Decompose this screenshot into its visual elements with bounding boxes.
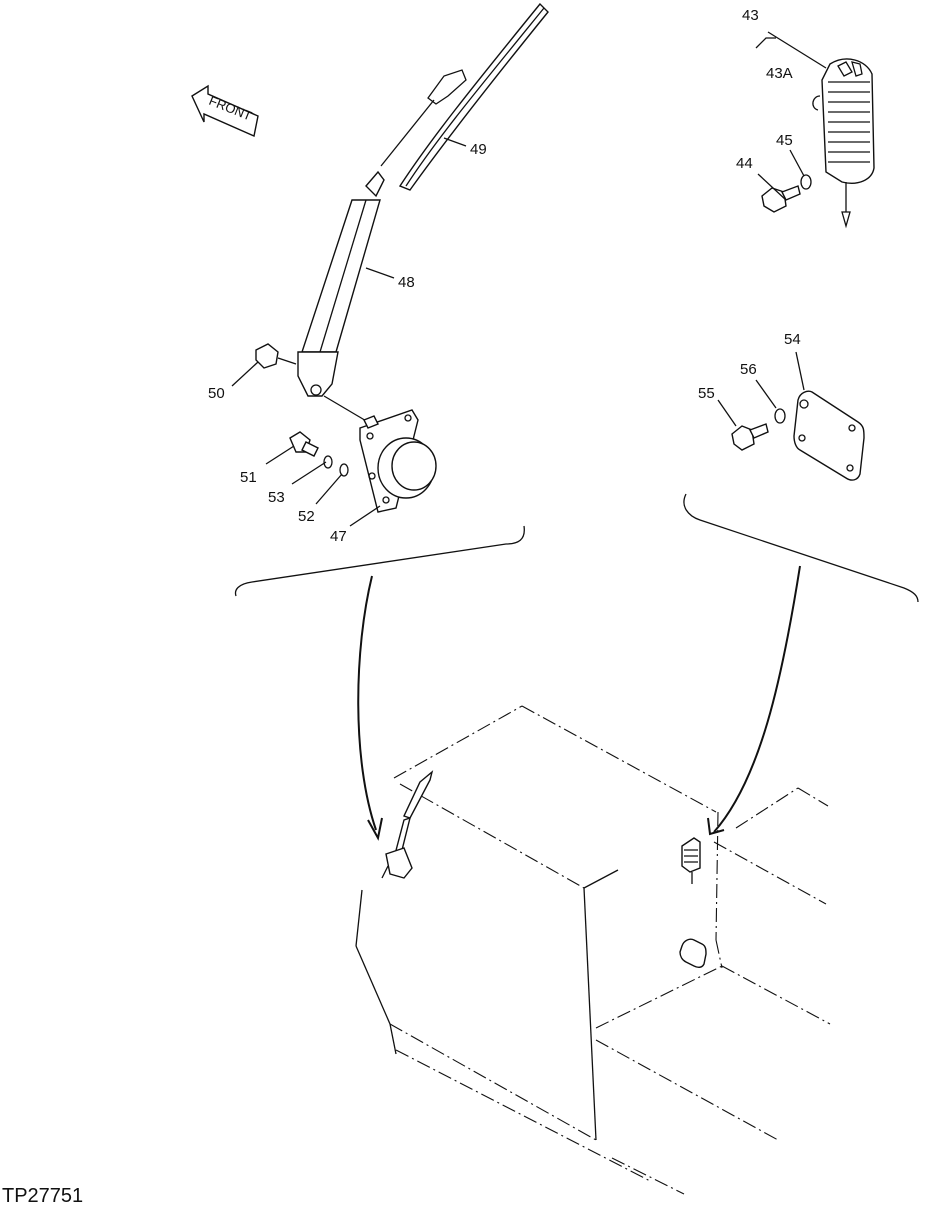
callout-47: 47 (330, 528, 347, 545)
location-arrows (357, 565, 801, 841)
callout-54: 54 (784, 331, 801, 348)
wiper-motor (359, 409, 437, 513)
cab-wiper-mini (381, 770, 434, 879)
callout-49: 49 (470, 141, 487, 158)
callout-48: 48 (398, 274, 415, 291)
callout-55: 55 (698, 385, 715, 402)
cover-plate (793, 390, 865, 481)
callout-52: 52 (298, 508, 315, 525)
front-arrow: FRONT (191, 84, 259, 137)
leader-lines (231, 31, 827, 527)
callout-labels: 43 43A 45 44 49 48 54 56 50 55 51 53 52 … (208, 7, 801, 545)
wiper-blade (380, 2, 549, 191)
callout-50: 50 (208, 385, 225, 402)
callout-45: 45 (776, 132, 793, 149)
bolt-55 (731, 423, 769, 451)
group-brackets (234, 493, 919, 603)
callout-53: 53 (268, 489, 285, 506)
cab-lamp-mini (681, 837, 701, 884)
nut-50 (255, 343, 297, 369)
cab-cover-mini (679, 938, 707, 969)
machine-cab (355, 705, 831, 1195)
washer-45 (800, 174, 812, 190)
washer-56 (774, 408, 786, 424)
callout-43a: 43A (766, 65, 793, 82)
callout-56: 56 (740, 361, 757, 378)
wiper-arm (297, 170, 385, 423)
washer-52 (339, 463, 349, 477)
work-lamp (812, 58, 875, 229)
callout-43: 43 (742, 7, 759, 24)
callout-44: 44 (736, 155, 753, 172)
bolt-44 (761, 185, 801, 213)
bolt-51 (289, 431, 319, 457)
washer-53 (323, 455, 333, 469)
figure-id: TP27751 (2, 1185, 83, 1206)
callout-51: 51 (240, 469, 257, 486)
